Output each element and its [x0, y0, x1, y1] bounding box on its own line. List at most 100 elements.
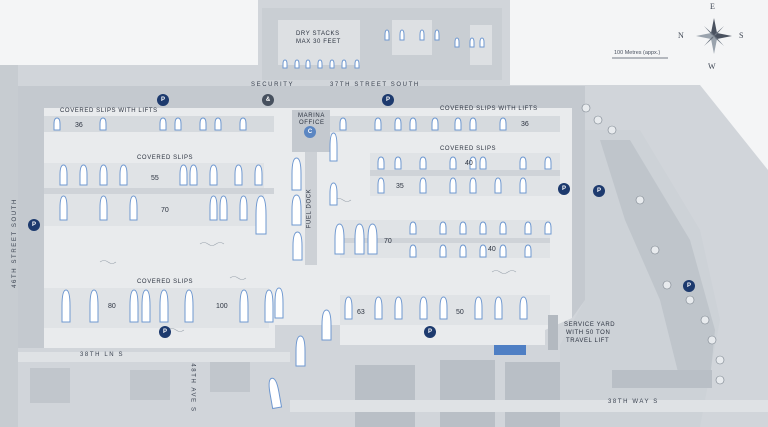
boat-icon — [409, 244, 417, 258]
boat-icon — [524, 244, 532, 258]
boat-icon — [459, 221, 467, 235]
boat-icon — [179, 164, 188, 186]
boats — [53, 29, 552, 410]
boat-icon — [329, 59, 335, 69]
boat-icon — [449, 156, 457, 170]
boat-icon — [439, 244, 447, 258]
boat-icon — [499, 117, 507, 131]
boat-icon — [305, 59, 311, 69]
boat-icon — [329, 132, 338, 162]
service-yard-label-2: WITH 50 TON — [566, 330, 611, 336]
boat-icon — [99, 195, 108, 221]
boat-icon — [344, 296, 353, 320]
slip-number: 70 — [384, 238, 392, 245]
boat-icon — [454, 37, 460, 48]
service-yard-label: SERVICE YARD — [564, 322, 616, 328]
boat-icon — [129, 195, 138, 221]
boat-icon — [141, 289, 151, 323]
street-38th-way-label: 38TH WAY S — [608, 399, 659, 405]
boat-icon — [374, 296, 383, 320]
boat-icon — [394, 296, 403, 320]
boat-icon — [367, 223, 378, 255]
boat-icon — [282, 59, 288, 69]
fuel-dock-label: FUEL DOCK — [306, 188, 313, 229]
boat-icon — [291, 157, 302, 191]
boat-icon — [469, 177, 477, 194]
boat-icon — [354, 59, 360, 69]
boat-icon — [61, 289, 71, 323]
boat-icon — [469, 156, 477, 170]
covered-lifts-left-label: COVERED SLIPS WITH LIFTS — [60, 108, 158, 114]
slip-number: 36 — [75, 122, 83, 129]
boat-icon — [209, 195, 218, 221]
boat-icon — [159, 117, 167, 131]
boat-icon — [341, 59, 347, 69]
parking-marker[interactable]: P — [424, 326, 436, 338]
slip-number: 63 — [357, 309, 365, 316]
boat-icon — [184, 289, 194, 323]
parking-marker[interactable]: P — [28, 219, 40, 231]
boat-icon — [292, 231, 303, 261]
boat-icon — [394, 117, 402, 131]
boat-icon — [434, 29, 440, 41]
service-yard-label-3: TRAVEL LIFT — [566, 338, 610, 344]
parking-marker[interactable]: P — [382, 94, 394, 106]
boat-icon — [99, 164, 108, 186]
scale-label: 100 Metres (appx.) — [614, 50, 661, 56]
boat-icon — [469, 117, 477, 131]
parking-marker[interactable]: P — [683, 280, 695, 292]
boat-icon — [321, 309, 332, 341]
boat-icon — [544, 156, 552, 170]
slip-number: 55 — [151, 175, 159, 182]
boat-icon — [394, 156, 402, 170]
slip-number: 40 — [488, 246, 496, 253]
compass-icon — [696, 18, 732, 54]
boat-icon — [524, 221, 532, 235]
boat-icon — [53, 117, 61, 131]
covered-slips-lower-label: COVERED SLIPS — [137, 279, 194, 285]
boat-icon — [499, 221, 507, 235]
parking-marker[interactable]: P — [159, 326, 171, 338]
slip-number: 40 — [465, 160, 473, 167]
boat-icon — [189, 164, 198, 186]
parking-marker[interactable]: P — [157, 94, 169, 106]
boat-icon — [239, 289, 249, 323]
boat-icon — [374, 117, 382, 131]
slip-number: 70 — [161, 207, 169, 214]
boat-icon — [317, 59, 323, 69]
boat-icon — [264, 289, 274, 323]
slip-number: 100 — [216, 303, 228, 310]
security-label: SECURITY — [251, 82, 295, 88]
boat-icon — [409, 221, 417, 235]
boat-icon — [494, 177, 502, 194]
boat-icon — [219, 195, 228, 221]
boat-icon — [479, 156, 487, 170]
boat-icon — [274, 287, 284, 319]
boat-icon — [255, 195, 267, 235]
street-37th-label: 37TH STREET SOUTH — [330, 82, 420, 88]
boat-icon — [239, 117, 247, 131]
compass-east-label: E — [710, 2, 715, 11]
boat-icon — [354, 223, 365, 255]
security-marker[interactable]: & — [262, 94, 274, 106]
boat-icon — [384, 29, 390, 41]
boat-icon — [419, 296, 428, 320]
parking-marker[interactable]: P — [593, 185, 605, 197]
street-46th-label: 46TH STREET SOUTH — [11, 198, 18, 288]
boat-icon — [474, 296, 483, 320]
boat-icon — [377, 177, 385, 194]
marina-office-label-2: OFFICE — [299, 120, 325, 126]
boat-icon — [419, 29, 425, 41]
boat-icon — [544, 221, 552, 235]
parking-marker[interactable]: P — [558, 183, 570, 195]
boat-icon — [454, 117, 462, 131]
boat-icon — [89, 289, 99, 323]
street-48th-ave-label: 48TH AVE S — [189, 363, 196, 413]
boat-icon — [409, 117, 417, 131]
boat-icon — [239, 195, 248, 221]
boat-icon — [159, 289, 169, 323]
dry-stacks-label: DRY STACKS — [296, 31, 340, 37]
marina-office-marker[interactable]: C — [304, 126, 316, 138]
